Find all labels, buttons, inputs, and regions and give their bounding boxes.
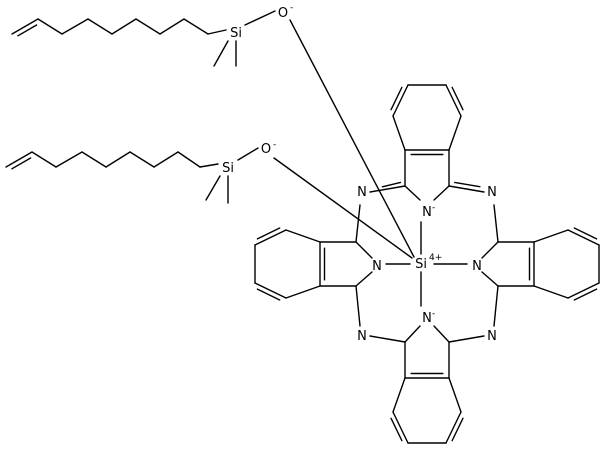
top-benzene [392, 84, 409, 117]
right-benzene [567, 282, 600, 299]
mid-alkyl-chain [129, 151, 155, 168]
o-si-bond [289, 19, 415, 258]
mid-methyl-bond [205, 175, 221, 201]
bond [481, 241, 499, 259]
bond-lines [5, 10, 600, 444]
atom-n-right: N [472, 259, 482, 274]
mid-alkyl-chain [55, 151, 83, 168]
charge-o-top: - [290, 3, 293, 13]
double-bond [573, 227, 598, 240]
top-alkyl-chain [11, 18, 39, 35]
double-bond [453, 181, 481, 188]
mid-alkyl-chain [153, 151, 179, 168]
charge-n-top: - [432, 203, 435, 213]
double-bond [17, 24, 38, 37]
right-benzene [533, 285, 569, 299]
mid-alkyl-chain [105, 151, 131, 168]
top-alkyl-chain [111, 18, 137, 35]
bond [481, 271, 499, 287]
charge-si-center: 4+ [429, 253, 442, 263]
top-benzene [392, 115, 406, 151]
bond [493, 204, 499, 243]
right-benzene [567, 229, 600, 246]
atom-n-top: N [422, 205, 432, 220]
double-bond [451, 86, 464, 111]
bond [355, 285, 361, 327]
top-alkyl-chain [61, 18, 89, 35]
double-bond [451, 417, 464, 442]
double-bond [256, 288, 281, 301]
double-bond [11, 157, 32, 170]
left-benzene [285, 285, 321, 299]
atom-si-mid: Si [222, 161, 234, 176]
bond [355, 241, 373, 259]
right-benzene [533, 229, 569, 243]
mid-alkyl-chain [81, 151, 107, 168]
double-bond [573, 288, 598, 301]
double-bond [381, 181, 402, 188]
bond [404, 325, 421, 343]
bond [355, 271, 373, 287]
atom-n-bridge-tl: N [357, 185, 367, 200]
bond [355, 204, 361, 243]
bond [493, 285, 499, 327]
double-bond [390, 417, 403, 442]
top-alkyl-chain [159, 18, 185, 35]
mid-si-o-bond [237, 147, 259, 161]
mid-alkyl-chain [199, 163, 219, 168]
top-alkyl-chain [183, 18, 209, 35]
top-methyl-bond [213, 40, 229, 67]
bottom-benzene [392, 411, 409, 444]
mid-alkyl-chain [177, 151, 201, 168]
mid-alkyl-chain [31, 151, 57, 168]
top-benzene [445, 84, 462, 117]
left-benzene [254, 282, 287, 299]
bond [404, 185, 421, 201]
bottom-benzene [445, 411, 462, 444]
atom-n-bottom: N [422, 311, 432, 326]
bottom-benzene [448, 377, 462, 413]
mid-alkyl-chain [5, 151, 33, 168]
atom-labels: Si O - Si O - Si 4+ N - N N N - N N N N [222, 3, 497, 344]
atom-o-mid: O [261, 142, 271, 157]
left-benzene [285, 229, 321, 243]
o-si-bond [273, 157, 413, 259]
top-alkyl-chain [87, 18, 113, 35]
top-alkyl-chain [135, 18, 161, 35]
atom-si-center: Si [415, 257, 427, 272]
atom-n-bridge-br: N [487, 329, 497, 344]
bond [433, 185, 450, 201]
atom-n-bridge-bl: N [357, 329, 367, 344]
atom-si-top: Si [230, 26, 242, 41]
charge-o-mid: - [273, 140, 276, 150]
bond [433, 325, 450, 343]
bond [448, 185, 485, 193]
top-alkyl-chain [37, 18, 63, 35]
bottom-benzene [392, 377, 406, 413]
left-benzene [254, 229, 287, 246]
top-benzene [448, 115, 462, 151]
bond [369, 335, 406, 343]
top-alkyl-chain [207, 29, 227, 35]
atom-o-top: O [278, 6, 288, 21]
atom-n-left: N [372, 259, 382, 274]
double-bond [390, 86, 403, 111]
double-bond [256, 227, 281, 240]
bond [448, 335, 485, 343]
top-si-o-bond [244, 10, 276, 26]
atom-n-bridge-tr: N [487, 185, 497, 200]
charge-n-bottom: - [432, 309, 435, 319]
bond [369, 185, 406, 193]
